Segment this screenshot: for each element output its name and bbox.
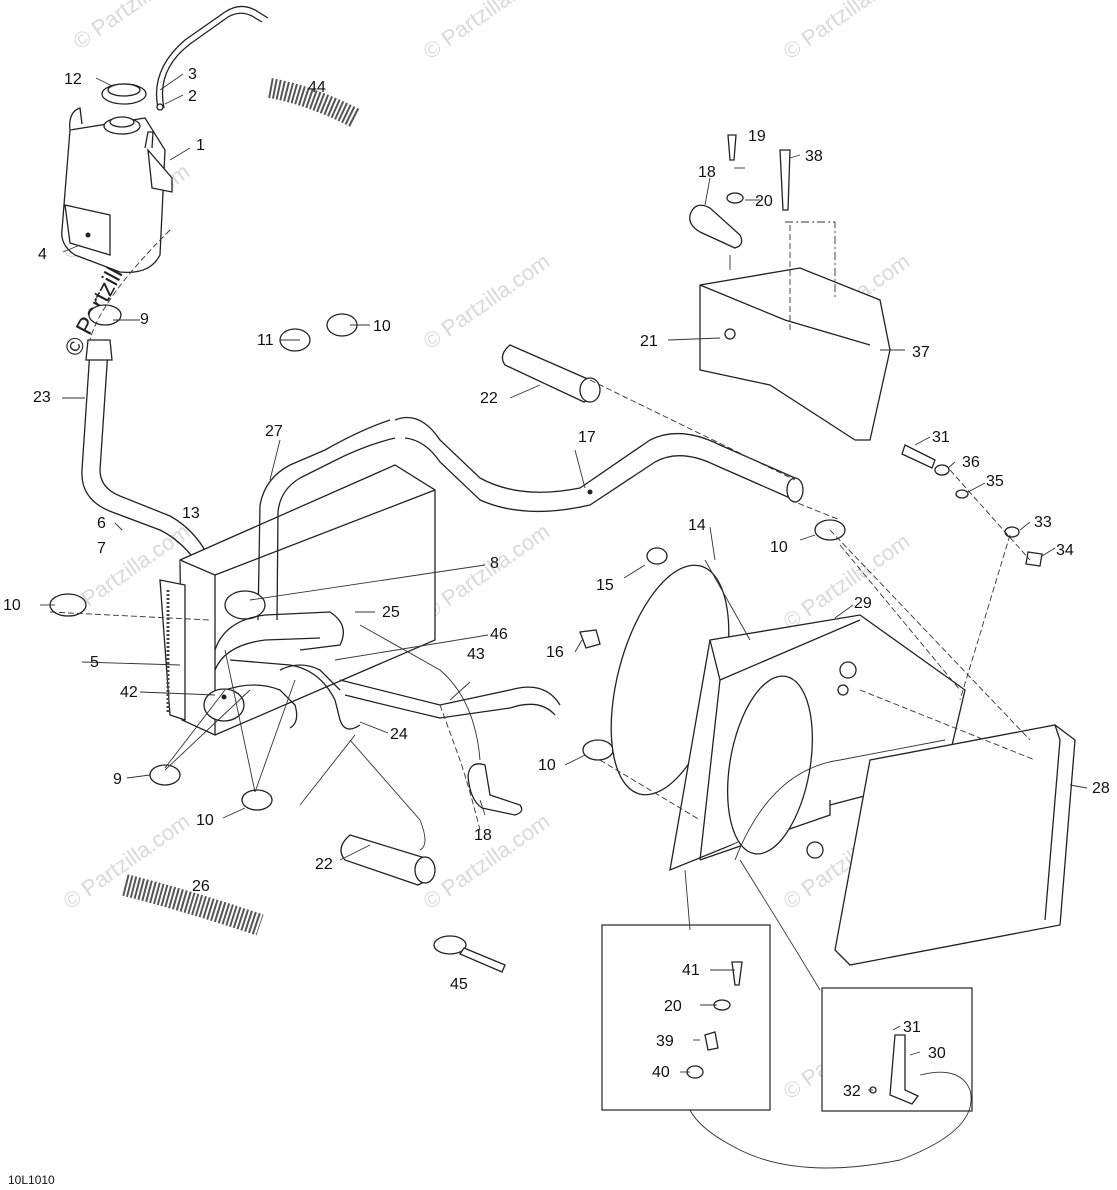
callout-8: 8 xyxy=(490,555,499,572)
heat-exchanger xyxy=(834,724,1076,966)
callout-1: 1 xyxy=(196,137,205,154)
callout-16: 16 xyxy=(546,644,564,661)
watermark: © Partzilla.com xyxy=(69,0,205,54)
clip-nut xyxy=(579,629,601,649)
callout-6: 6 xyxy=(97,515,106,532)
callout-37: 37 xyxy=(912,344,930,361)
callout-17: 17 xyxy=(578,429,596,446)
callout-18: 18 xyxy=(698,164,716,181)
callout-10: 10 xyxy=(538,757,556,774)
leader-lines xyxy=(40,73,1088,1169)
callout-29: 29 xyxy=(854,595,872,612)
callout-9: 9 xyxy=(140,311,149,328)
callout-24: 24 xyxy=(390,726,408,743)
diagram-code: 10L1010 xyxy=(8,1173,55,1187)
overflow-hose xyxy=(155,5,269,109)
callout-4: 4 xyxy=(38,246,47,263)
callout-46: 46 xyxy=(490,626,508,643)
callout-22: 22 xyxy=(315,856,333,873)
clamp-18-top xyxy=(689,204,743,249)
clamp-18-lower xyxy=(467,763,523,816)
bolt-19 xyxy=(727,134,737,161)
callout-10: 10 xyxy=(3,597,21,614)
hose-22-lower xyxy=(340,834,436,886)
callout-13: 13 xyxy=(182,505,200,522)
bracket-37 xyxy=(699,267,891,441)
callout-10: 10 xyxy=(373,318,391,335)
callout-18: 18 xyxy=(474,827,492,844)
callout-20: 20 xyxy=(755,193,773,210)
callout-10: 10 xyxy=(196,812,214,829)
callout-10: 10 xyxy=(770,539,788,556)
callout-22: 22 xyxy=(480,390,498,407)
detail-box-fasteners xyxy=(601,924,771,1111)
callout-33: 33 xyxy=(1034,514,1052,531)
callout-31: 31 xyxy=(903,1019,921,1036)
callout-32: 32 xyxy=(843,1083,861,1100)
callout-12: 12 xyxy=(64,71,82,88)
hose-23 xyxy=(81,339,231,586)
clamp-10-mid xyxy=(582,739,614,761)
callout-44: 44 xyxy=(308,79,326,96)
spacer xyxy=(646,547,668,565)
watermark: © Partzilla.com xyxy=(59,809,195,915)
callout-45: 45 xyxy=(450,976,468,993)
callout-35: 35 xyxy=(986,473,1004,490)
callout-layer: 12 3 44 2 1 4 9 23 11 10 22 27 17 13 6 7… xyxy=(3,66,1110,1100)
tank-cap xyxy=(101,83,147,105)
callout-11: 11 xyxy=(257,332,274,349)
fan-shroud xyxy=(669,614,966,872)
coolant-tank xyxy=(61,107,173,274)
callout-31: 31 xyxy=(932,429,950,446)
hose-assembly xyxy=(203,611,561,730)
clamp-10-lower xyxy=(241,789,273,811)
callout-7: 7 xyxy=(97,540,106,557)
washer-20 xyxy=(726,192,744,204)
watermark: © Partzilla.com xyxy=(419,249,555,355)
callout-5: 5 xyxy=(90,654,99,671)
callout-28: 28 xyxy=(1092,780,1110,797)
callout-41: 41 xyxy=(682,962,700,979)
callout-30: 30 xyxy=(928,1045,946,1062)
callout-27: 27 xyxy=(265,423,283,440)
bolt-38 xyxy=(779,149,791,211)
watermark: © Partzilla.com xyxy=(419,809,555,915)
radiator xyxy=(159,464,436,736)
hose-17 xyxy=(394,416,804,513)
hose-27 xyxy=(224,419,396,621)
callout-21: 21 xyxy=(640,333,658,350)
callout-34: 34 xyxy=(1056,542,1074,559)
callout-39: 39 xyxy=(656,1033,674,1050)
callout-3: 3 xyxy=(188,66,197,83)
cable-tie xyxy=(433,935,506,973)
callout-26: 26 xyxy=(192,878,210,895)
callout-15: 15 xyxy=(596,577,614,594)
hose-22-top xyxy=(501,344,601,403)
callout-2: 2 xyxy=(188,88,197,105)
spiral-sleeve-44 xyxy=(268,78,360,127)
watermark: © Partzilla.com xyxy=(779,0,915,64)
callout-23: 23 xyxy=(33,389,51,406)
callout-42: 42 xyxy=(120,684,138,701)
callout-14: 14 xyxy=(688,517,706,534)
callout-19: 19 xyxy=(748,128,766,145)
callout-38: 38 xyxy=(805,148,823,165)
callout-36: 36 xyxy=(962,454,980,471)
watermark: © Partzilla.com xyxy=(419,519,555,625)
watermark: © Partzilla.com xyxy=(419,0,555,64)
callout-20: 20 xyxy=(664,998,682,1015)
callout-9: 9 xyxy=(113,771,122,788)
callout-43: 43 xyxy=(467,646,485,663)
callout-25: 25 xyxy=(382,604,400,621)
callout-40: 40 xyxy=(652,1064,670,1081)
